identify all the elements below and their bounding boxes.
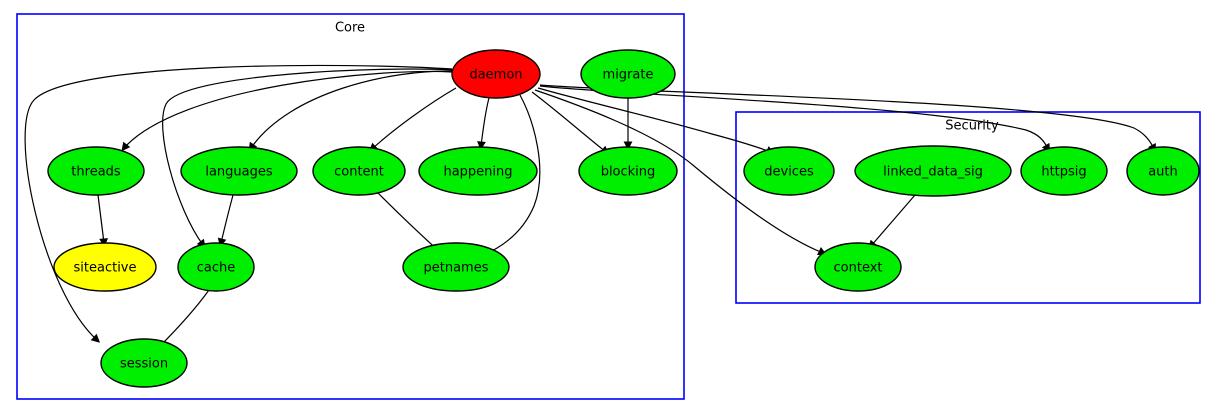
node-label-happening: happening (443, 165, 512, 180)
node-shape-migrate[interactable] (580, 49, 676, 99)
node-label-languages: languages (205, 165, 273, 180)
node-auth[interactable]: auth (1126, 146, 1200, 196)
edge-line (220, 194, 234, 244)
node-shape-happening[interactable] (418, 146, 538, 196)
edge-arrowhead (623, 141, 633, 151)
node-label-daemon: daemon (469, 68, 522, 83)
node-layer: daemon migrate threads languages content happ… (47, 49, 1200, 388)
node-happening[interactable]: happening (418, 146, 538, 196)
node-shape-threads[interactable] (47, 146, 145, 196)
node-shape-daemon[interactable] (451, 49, 541, 99)
node-shape-cache[interactable] (177, 242, 255, 292)
node-shape-httpsig[interactable] (1020, 146, 1108, 196)
edge-daemon-to-threads (121, 70, 453, 152)
node-label-cache: cache (197, 261, 236, 276)
edge-line (376, 191, 442, 254)
cluster-label-core: Core (335, 21, 365, 36)
node-shape-content[interactable] (312, 146, 406, 196)
edge-line (534, 89, 824, 254)
node-shape-languages[interactable] (180, 146, 298, 196)
edge-line (480, 94, 541, 257)
node-shape-context[interactable] (814, 242, 902, 292)
node-label-migrate: migrate (603, 68, 654, 83)
edge-line (870, 194, 916, 247)
edge-line (480, 97, 490, 147)
node-label-content: content (334, 165, 384, 180)
cluster-border-security (735, 111, 1201, 304)
edge-daemon-to-devices (537, 87, 775, 155)
node-blocking[interactable]: blocking (578, 146, 678, 196)
edge-line (24, 64, 453, 341)
node-shape-linked_data_sig[interactable] (854, 145, 1012, 197)
edge-threads-to-siteactive (97, 194, 109, 248)
node-migrate[interactable]: migrate (580, 49, 676, 99)
edge-arrowhead (90, 333, 101, 343)
edge-cache-to-session (157, 289, 210, 349)
node-httpsig[interactable]: httpsig (1020, 146, 1108, 196)
node-shape-blocking[interactable] (578, 146, 678, 196)
node-label-blocking: blocking (601, 165, 656, 180)
edge-line (531, 91, 607, 153)
node-shape-auth[interactable] (1126, 146, 1200, 196)
node-label-linked_data_sig: linked_data_sig (883, 165, 983, 180)
edge-daemon-to-blocking (531, 91, 610, 155)
edge-daemon-to-happening (477, 97, 490, 151)
node-label-devices: devices (764, 165, 814, 180)
edge-line (537, 87, 772, 153)
edge-line (97, 194, 105, 244)
node-shape-devices[interactable] (743, 146, 835, 196)
node-devices[interactable]: devices (743, 146, 835, 196)
node-linked_data_sig[interactable]: linked_data_sig (854, 145, 1012, 197)
node-context[interactable]: context (814, 242, 902, 292)
edge-line (159, 289, 210, 347)
node-shape-petnames[interactable] (402, 242, 510, 292)
node-threads[interactable]: threads (47, 146, 145, 196)
edge-arrowhead (121, 141, 131, 152)
node-label-threads: threads (71, 165, 121, 180)
node-label-session: session (120, 357, 168, 372)
edge-migrate-to-blocking (623, 98, 633, 151)
edge-layer (24, 64, 1156, 349)
node-daemon[interactable]: daemon (451, 49, 541, 99)
edge-daemon-to-content (369, 87, 457, 152)
node-label-httpsig: httpsig (1041, 165, 1086, 180)
node-languages[interactable]: languages (180, 146, 298, 196)
edge-linked_data_sig-to-context (868, 194, 916, 250)
edge-daemon-to-session (24, 64, 453, 343)
node-siteactive[interactable]: siteactive (53, 242, 157, 292)
cluster-border-core (16, 13, 685, 400)
node-shape-session[interactable] (100, 338, 188, 388)
edge-languages-to-cache (217, 194, 234, 247)
node-shape-siteactive[interactable] (53, 242, 157, 292)
node-cache[interactable]: cache (177, 242, 255, 292)
cluster-core: Core (16, 13, 685, 400)
node-content[interactable]: content (312, 146, 406, 196)
node-label-petnames: petnames (424, 261, 489, 276)
node-label-siteactive: siteactive (74, 261, 137, 276)
cluster-security: Security (735, 111, 1201, 304)
edge-line (123, 70, 453, 149)
node-petnames[interactable]: petnames (402, 242, 510, 292)
edge-line (250, 70, 453, 149)
node-label-context: context (834, 261, 883, 276)
node-session[interactable]: session (100, 338, 188, 388)
edge-arrowhead (477, 141, 486, 151)
node-label-auth: auth (1148, 165, 1178, 180)
edge-line (162, 68, 456, 246)
edge-line (371, 87, 457, 150)
